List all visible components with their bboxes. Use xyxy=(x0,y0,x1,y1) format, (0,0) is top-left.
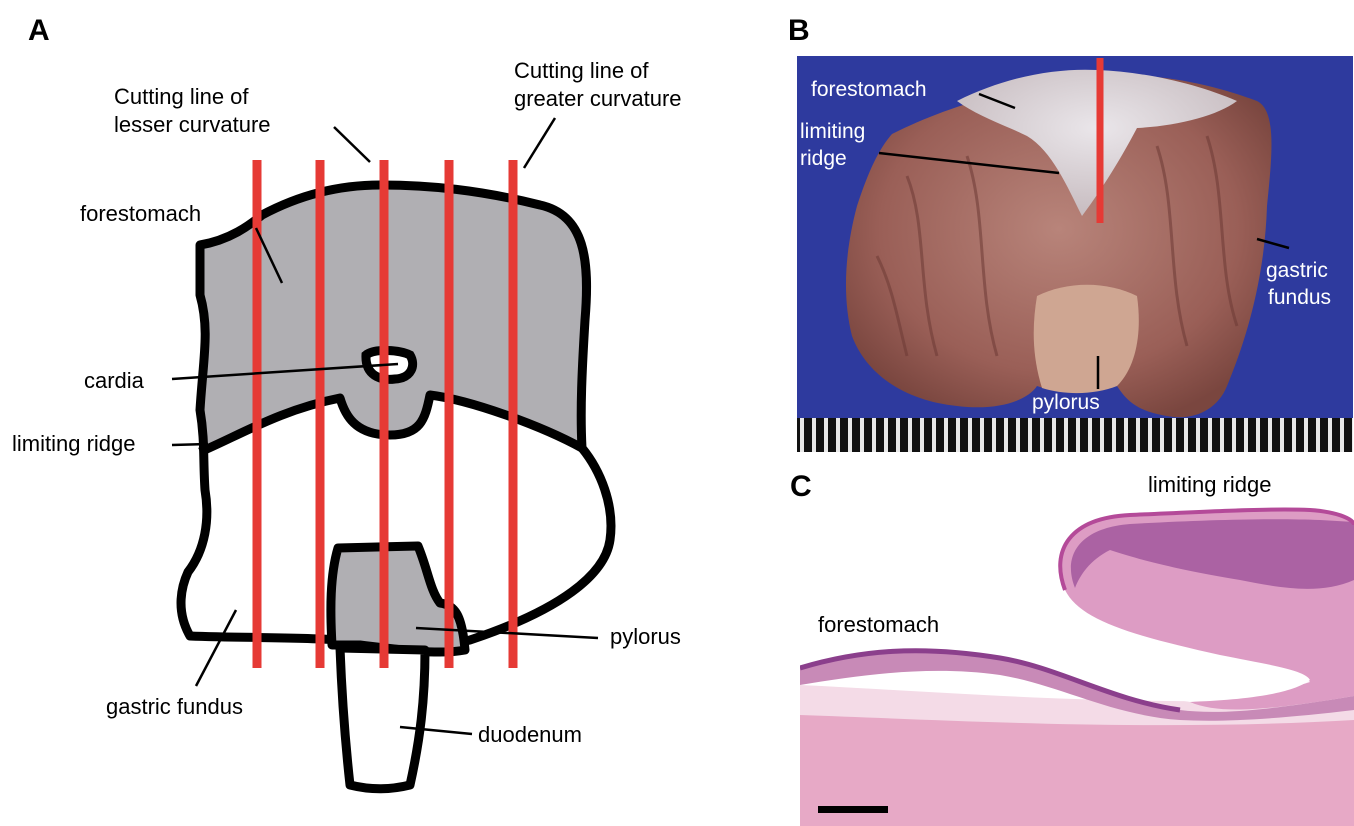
panel-b-letter: B xyxy=(788,14,810,48)
scale-bar xyxy=(818,806,888,813)
photo-label-limiting-2: ridge xyxy=(800,147,847,171)
label-forestomach: forestomach xyxy=(80,201,201,227)
histology-label-limiting-ridge: limiting ridge xyxy=(1148,472,1272,498)
photo-label-limiting-1: limiting xyxy=(800,120,865,144)
pylorus-pale xyxy=(1034,285,1139,393)
label-cut-greater-2: greater curvature xyxy=(514,86,682,112)
label-cut-lesser-2: lesser curvature xyxy=(114,112,271,138)
photo-label-gastric-2: fundus xyxy=(1268,286,1331,310)
label-pylorus: pylorus xyxy=(610,624,681,650)
histology-section xyxy=(800,470,1354,826)
ruler xyxy=(797,418,1353,452)
duodenum-shape xyxy=(340,648,425,789)
panel-b-photo: forestomach limiting ridge gastric fundu… xyxy=(797,56,1353,452)
label-gastric-fundus: gastric fundus xyxy=(106,694,243,720)
panel-a-schematic: Cutting line of lesser curvature Cutting… xyxy=(0,0,780,826)
label-duodenum: duodenum xyxy=(478,722,582,748)
photo-label-pylorus: pylorus xyxy=(1032,391,1100,415)
label-cardia: cardia xyxy=(84,368,144,394)
label-cut-greater-1: Cutting line of xyxy=(514,58,649,84)
label-limiting-ridge: limiting ridge xyxy=(12,431,136,457)
photo-label-forestomach: forestomach xyxy=(811,78,927,102)
panel-c-histology: limiting ridge forestomach xyxy=(800,470,1354,826)
histology-label-forestomach: forestomach xyxy=(818,612,939,638)
photo-label-gastric-1: gastric xyxy=(1266,259,1328,283)
label-cut-lesser-1: Cutting line of xyxy=(114,84,249,110)
